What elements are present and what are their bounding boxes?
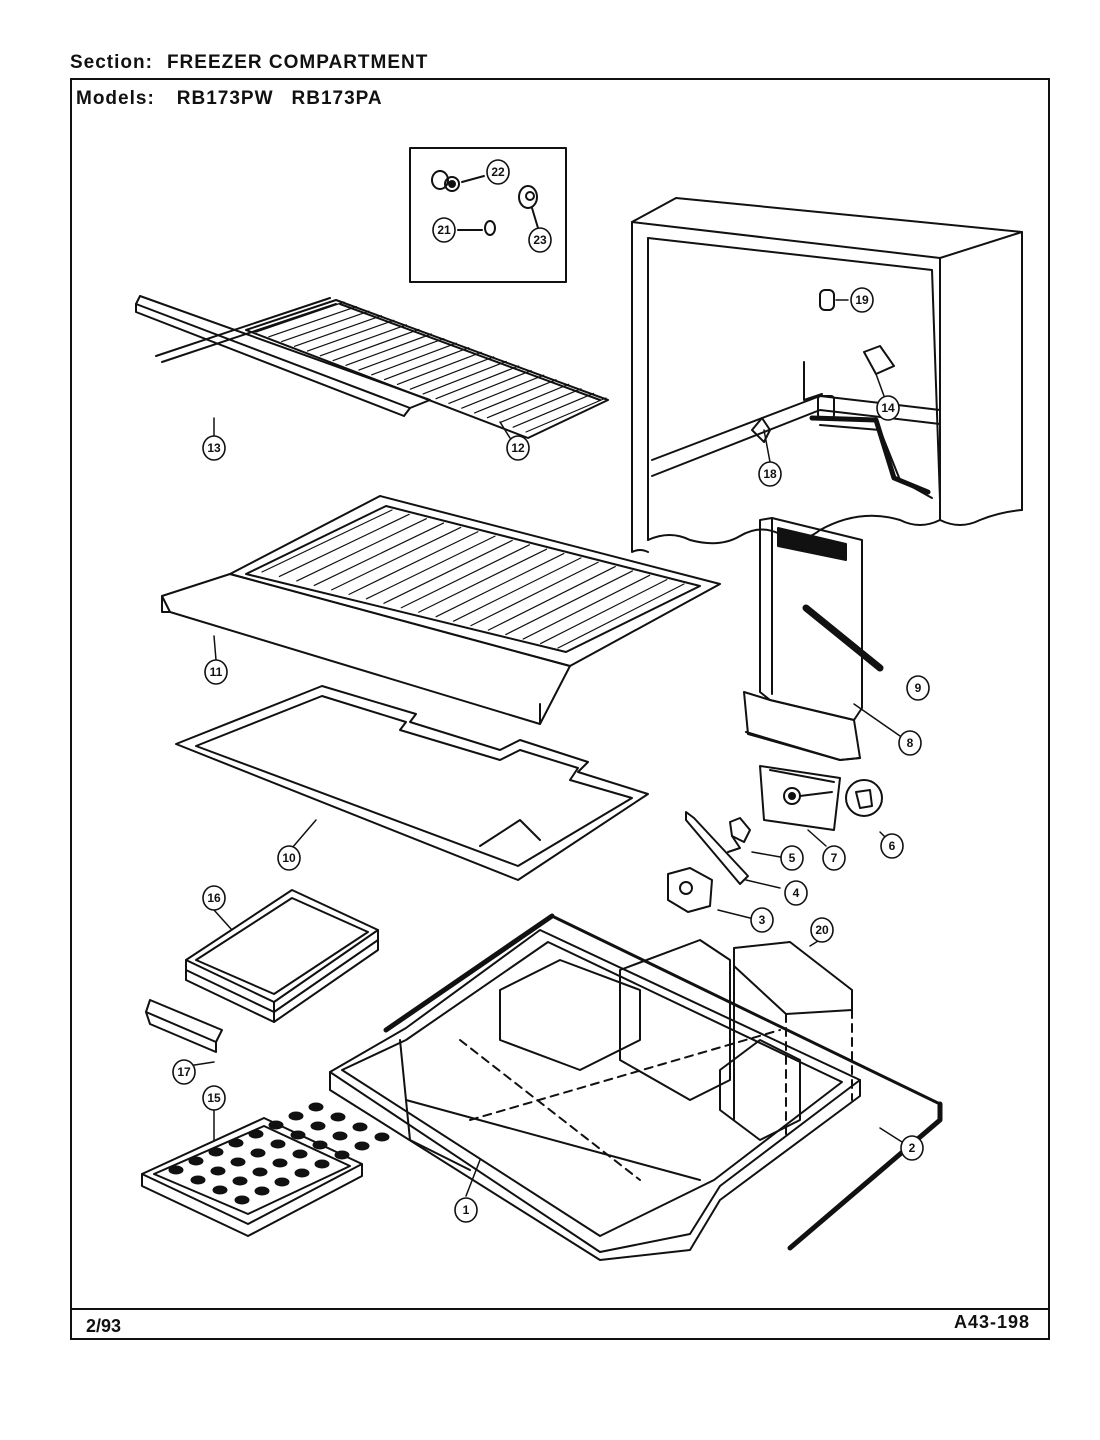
- callout-2: 2: [900, 1135, 924, 1161]
- callout-number: 12: [511, 441, 525, 455]
- models-label: Models:: [76, 88, 155, 109]
- callout-22: 22: [486, 159, 510, 185]
- section-label: Section:: [70, 52, 153, 73]
- freezer-shelf: [161, 495, 721, 725]
- callout-23: 23: [528, 227, 552, 253]
- callout-number: 19: [855, 293, 869, 307]
- freezer-floor: [329, 929, 861, 1261]
- callout-number: 16: [207, 891, 221, 905]
- callout-5: 5: [780, 845, 804, 871]
- air-duct: [743, 517, 884, 761]
- footer-date: 2/93: [86, 1316, 122, 1336]
- callout-number: 3: [759, 913, 766, 927]
- callout-number: 22: [491, 165, 505, 179]
- callout-number: 8: [907, 736, 914, 750]
- callout-9: 9: [906, 675, 930, 701]
- callout-14: 14: [876, 395, 900, 421]
- footer-code: A43-198: [953, 1312, 1030, 1332]
- callout-number: 10: [282, 851, 296, 865]
- callout-number: 14: [881, 401, 895, 415]
- ice-bin-rail: [145, 999, 223, 1053]
- callout-number: 2: [909, 1141, 916, 1155]
- fan-assembly: [667, 765, 883, 913]
- model-1: RB173PW: [176, 88, 274, 109]
- callout-number: 21: [437, 223, 451, 237]
- callout-6: 6: [880, 833, 904, 859]
- callout-number: 13: [207, 441, 221, 455]
- wire-shelf: [155, 297, 609, 439]
- callout-10: 10: [277, 845, 301, 871]
- callout-number: 15: [207, 1091, 221, 1105]
- callout-number: 17: [177, 1065, 191, 1079]
- section-value: FREEZER COMPARTMENT: [166, 52, 429, 73]
- callout-3: 3: [750, 907, 774, 933]
- callout-1: 1: [454, 1197, 478, 1223]
- callout-4: 4: [784, 880, 808, 906]
- model-2: RB173PA: [291, 88, 383, 109]
- callout-11: 11: [204, 659, 228, 685]
- small-parts-inset: [409, 147, 567, 283]
- callout-number: 5: [789, 851, 796, 865]
- callout-number: 18: [763, 467, 777, 481]
- callout-19: 19: [850, 287, 874, 313]
- callout-12: 12: [506, 435, 530, 461]
- callout-number: 23: [533, 233, 547, 247]
- footer-rule: [72, 1308, 1048, 1310]
- callout-number: 9: [915, 681, 922, 695]
- freezer-cabinet: [631, 197, 1023, 553]
- callout-13: 13: [202, 435, 226, 461]
- callout-16: 16: [202, 885, 226, 911]
- callout-7: 7: [822, 845, 846, 871]
- callout-number: 7: [831, 851, 838, 865]
- callout-number: 11: [210, 665, 223, 679]
- callout-17: 17: [172, 1059, 196, 1085]
- callout-number: 20: [815, 923, 829, 937]
- evaporator-cover: [733, 941, 853, 1141]
- section-title: Section: FREEZER COMPARTMENT: [70, 52, 428, 74]
- callout-21: 21: [432, 217, 456, 243]
- shelf-rail: [135, 295, 431, 417]
- models-line: Models: RB173PW RB173PA: [76, 88, 401, 110]
- liner-panel: [175, 685, 649, 881]
- callout-8: 8: [898, 730, 922, 756]
- callout-number: 4: [793, 886, 800, 900]
- ice-cube-tray: [141, 1102, 390, 1237]
- gasket-strip: [383, 913, 943, 1251]
- callout-18: 18: [758, 461, 782, 487]
- diagram-frame: Models: RB173PW RB173PA 2/93 A43-198: [70, 78, 1050, 1340]
- callout-number: 6: [889, 839, 896, 853]
- callout-15: 15: [202, 1085, 226, 1111]
- callout-number: 1: [463, 1203, 470, 1217]
- ice-bin: [185, 889, 379, 1023]
- callout-20: 20: [810, 917, 834, 943]
